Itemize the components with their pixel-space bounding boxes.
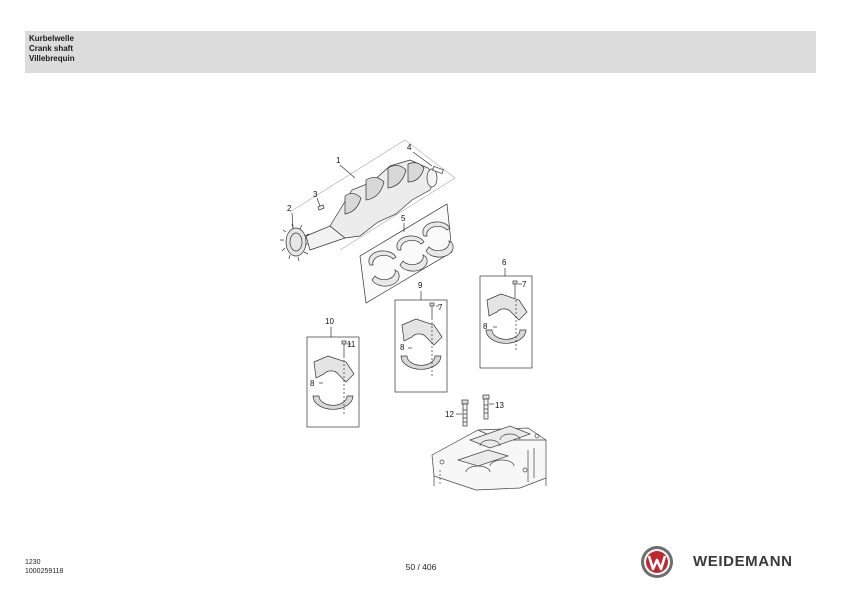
brand-name: WEIDEMANN (693, 553, 793, 570)
callout-4: 4 (407, 143, 412, 152)
title-german: Kurbelwelle (29, 34, 74, 43)
header-band: Kurbelwelle Crank shaft Villebrequin (25, 31, 816, 73)
bolts-12-13 (456, 394, 494, 427)
callout-13: 13 (495, 401, 504, 410)
engine-block (431, 425, 547, 491)
callout-9: 9 (418, 281, 423, 290)
callout-10: 10 (325, 317, 334, 326)
document-reference: 1230 1000259118 (25, 558, 63, 576)
ref-code-2: 1000259118 (25, 568, 64, 575)
page-number: 50 / 406 (405, 562, 437, 572)
callout-7-group9: 7 (438, 303, 443, 312)
crankshaft-assembly (280, 139, 456, 262)
callout-8-group9: 8 (400, 343, 405, 352)
bearing-group-10 (306, 327, 360, 428)
bearing-shells-set (359, 203, 454, 304)
title-english: Crank shaft (29, 44, 74, 53)
callout-6: 6 (502, 258, 507, 267)
bearing-group-6 (479, 268, 533, 369)
callout-2: 2 (287, 204, 292, 213)
callout-8-group10: 8 (310, 379, 315, 388)
callout-1: 1 (336, 156, 341, 165)
callout-7-group6: 7 (522, 280, 527, 289)
title-french: Villebrequin (29, 54, 75, 63)
callout-3: 3 (313, 190, 318, 199)
callout-11: 11 (347, 340, 356, 349)
bearing-group-9 (394, 291, 448, 393)
callout-12: 12 (445, 410, 454, 419)
ref-code-1: 1230 (25, 559, 41, 566)
callout-8-group6: 8 (483, 322, 488, 331)
weidemann-logo-icon (641, 546, 673, 578)
callout-5: 5 (401, 214, 406, 223)
